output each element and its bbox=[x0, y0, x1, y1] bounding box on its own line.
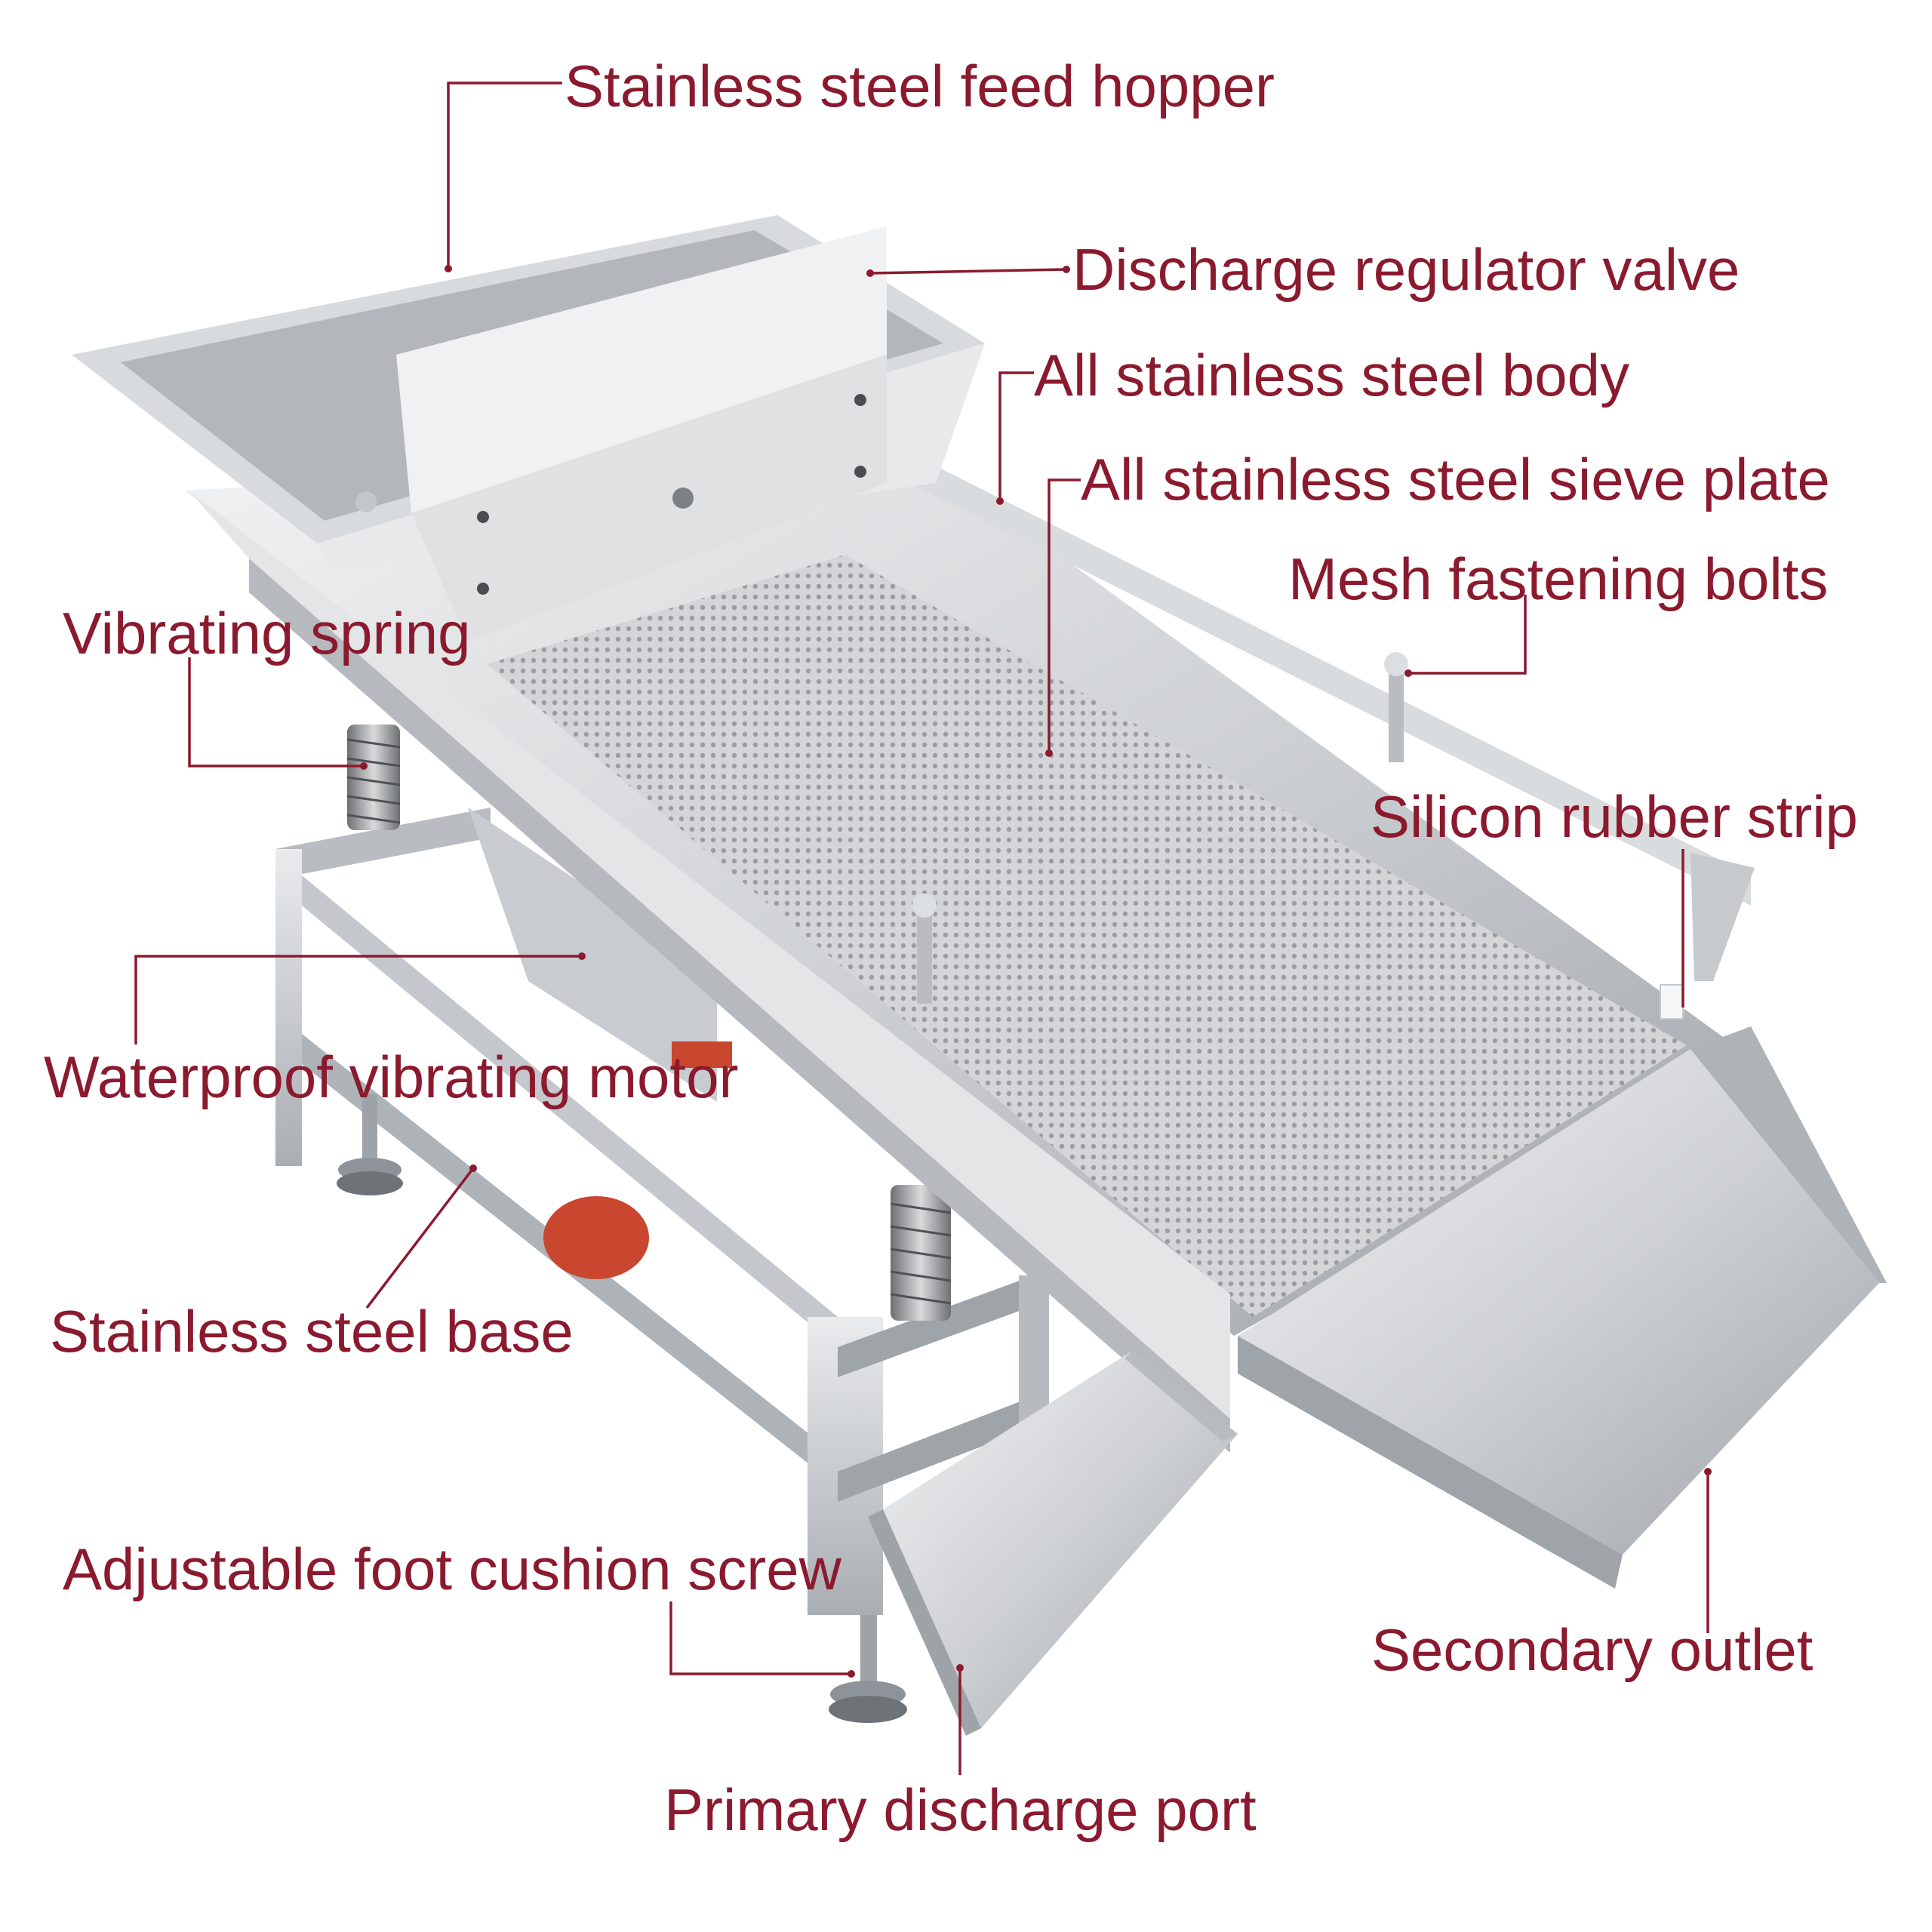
label-foot-cushion-screw: Adjustable foot cushion screw bbox=[63, 1536, 841, 1602]
leader-dot bbox=[445, 265, 452, 272]
secondary-outlet-chute bbox=[1238, 1026, 1887, 1589]
label-secondary-outlet: Secondary outlet bbox=[1371, 1617, 1814, 1683]
label-silicon-rubber-strip: Silicon rubber strip bbox=[1371, 783, 1858, 850]
label-feed-hopper: Stainless steel feed hopper bbox=[565, 53, 1275, 119]
leader-base bbox=[365, 1167, 475, 1309]
leader-dot bbox=[956, 1664, 964, 1672]
leader-motor bbox=[134, 955, 582, 1044]
leader-hopper bbox=[447, 82, 562, 269]
leader-valve bbox=[869, 268, 1067, 275]
leader-body bbox=[998, 371, 1034, 501]
label-discharge-regulator-valve: Discharge regulator valve bbox=[1072, 236, 1740, 303]
leader-dot bbox=[1704, 1468, 1712, 1475]
leader-dot bbox=[1404, 669, 1412, 677]
leader-dot bbox=[848, 1670, 855, 1678]
label-stainless-body: All stainless steel body bbox=[1034, 342, 1630, 408]
label-sieve-plate: All stainless steel sieve plate bbox=[1081, 446, 1830, 512]
leader-dot bbox=[1045, 749, 1053, 757]
leader-dot bbox=[996, 497, 1004, 505]
label-primary-discharge-port: Primary discharge port bbox=[664, 1777, 1257, 1843]
label-vibrating-spring: Vibrating spring bbox=[63, 600, 471, 666]
leader-dot bbox=[578, 952, 586, 960]
leader-bolts bbox=[1408, 595, 1527, 675]
leader-dot bbox=[469, 1164, 477, 1172]
vibrating-spring bbox=[346, 724, 952, 1321]
label-stainless-base: Stainless steel base bbox=[50, 1298, 574, 1364]
mesh-fastening-bolt bbox=[355, 491, 1408, 1004]
label-vibrating-motor: Waterproof vibrating motor bbox=[44, 1044, 739, 1110]
leader-foot bbox=[669, 1601, 851, 1675]
sieve-body bbox=[185, 449, 1755, 1453]
primary-discharge-chute bbox=[868, 1351, 1238, 1736]
leader-dot bbox=[1063, 266, 1070, 273]
label-mesh-fastening-bolts: Mesh fastening bolts bbox=[1288, 546, 1829, 612]
feed-hopper bbox=[72, 215, 985, 641]
leader-sieve bbox=[1048, 478, 1081, 753]
vibrating-motor bbox=[468, 808, 732, 1279]
adjustable-foot bbox=[337, 1094, 907, 1723]
silicon-rubber-strip bbox=[1660, 984, 1684, 1020]
leader-spring bbox=[188, 657, 364, 768]
leader-dot bbox=[866, 269, 874, 277]
leader-dot bbox=[360, 762, 368, 770]
